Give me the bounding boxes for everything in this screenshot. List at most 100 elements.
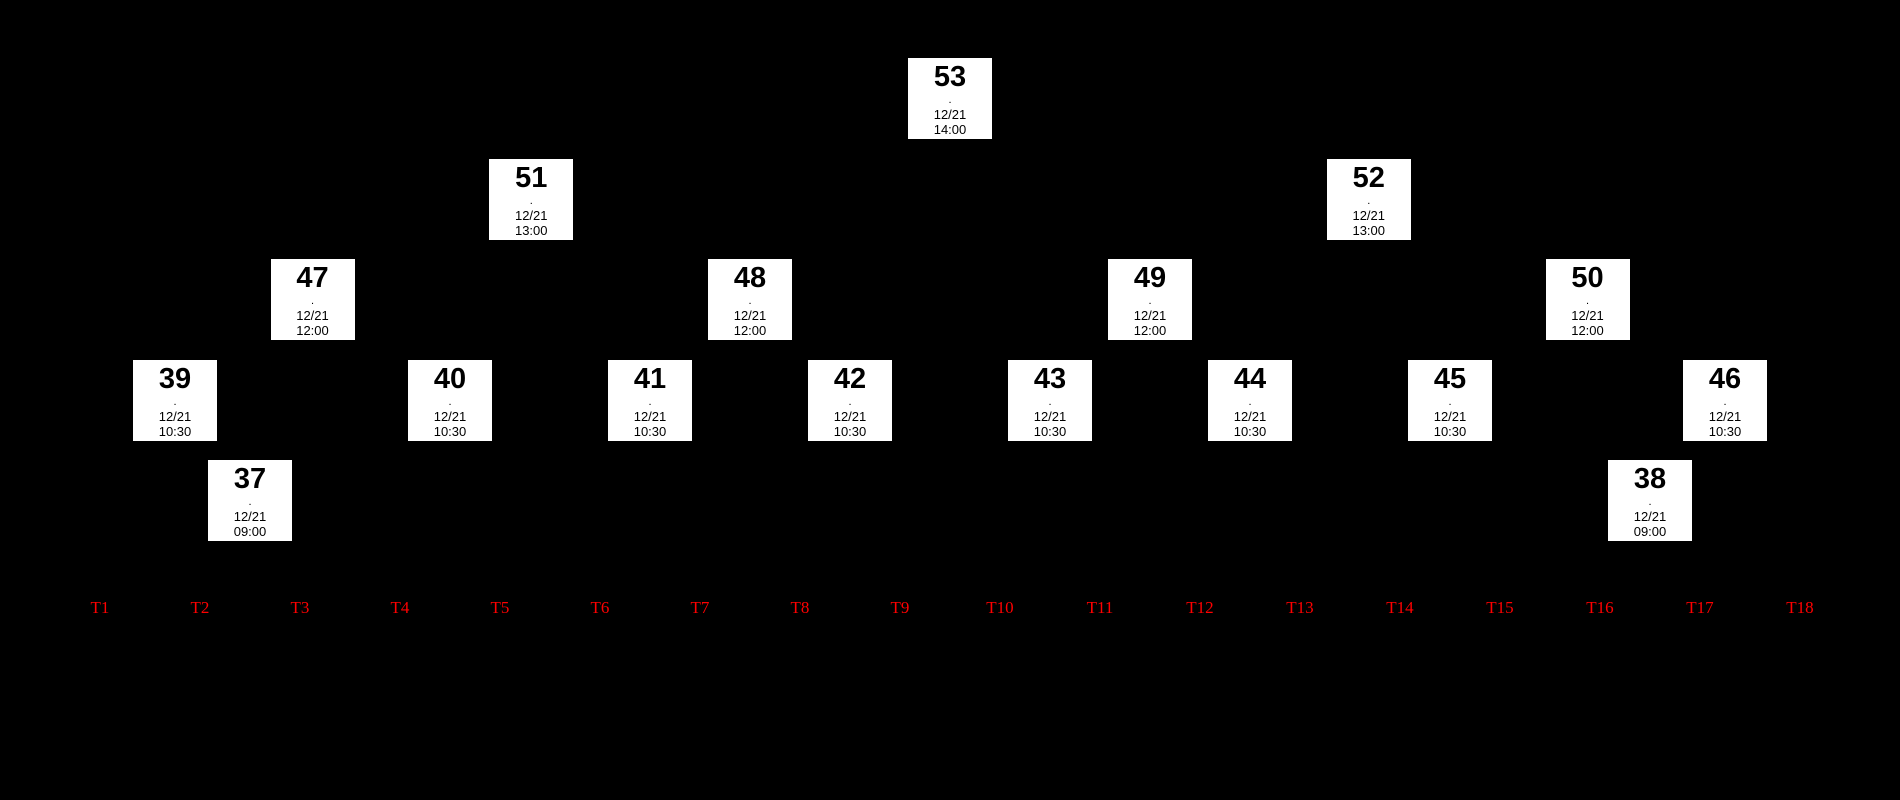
match-time: 10:30 xyxy=(1708,424,1742,439)
match-time: 10:30 xyxy=(158,424,192,439)
slot-label-T17: T17 xyxy=(1686,598,1714,617)
match-time: 10:30 xyxy=(633,424,667,439)
match-date: 12/21 xyxy=(1033,409,1067,424)
match-number: 41 xyxy=(633,363,667,395)
match-time: 12:00 xyxy=(296,323,329,338)
slot-label-T18: T18 xyxy=(1786,598,1814,617)
match-time: 12:00 xyxy=(1571,323,1604,338)
slot-label-T3: T3 xyxy=(290,598,310,617)
slot-label-T14: T14 xyxy=(1386,598,1414,617)
match-number: 45 xyxy=(1433,363,1467,395)
slot-label-T1: T1 xyxy=(90,598,110,617)
match-placeholder-dot: . xyxy=(648,396,652,408)
match-placeholder-dot: . xyxy=(1148,295,1152,307)
match-placeholder-dot: . xyxy=(529,195,533,207)
match-date: 12/21 xyxy=(1352,208,1386,223)
slot-label-T8: T8 xyxy=(790,598,810,617)
match-date: 12/21 xyxy=(633,409,667,424)
slot-label-T4: T4 xyxy=(390,598,410,617)
slot-label-T6: T6 xyxy=(590,598,610,617)
match-date: 12/21 xyxy=(1708,409,1742,424)
match-number: 38 xyxy=(1633,463,1667,495)
match-time: 10:30 xyxy=(1433,424,1467,439)
slot-label-T16: T16 xyxy=(1586,598,1614,617)
match-number: 50 xyxy=(1571,262,1604,294)
match-time: 09:00 xyxy=(1633,524,1667,539)
match-placeholder-dot: . xyxy=(748,295,752,307)
match-date: 12/21 xyxy=(158,409,192,424)
slot-label-T9: T9 xyxy=(890,598,910,617)
match-date: 12/21 xyxy=(296,308,329,323)
slot-label-T15: T15 xyxy=(1486,598,1514,617)
match-number: 48 xyxy=(733,262,767,294)
match-date: 12/21 xyxy=(1133,308,1167,323)
match-date: 12/21 xyxy=(933,107,967,122)
match-placeholder-dot: . xyxy=(1723,396,1727,408)
match-placeholder-dot: . xyxy=(1448,396,1452,408)
match-time: 12:00 xyxy=(1133,323,1167,338)
slot-label-T5: T5 xyxy=(490,598,510,617)
slot-label-T10: T10 xyxy=(986,598,1014,617)
slot-label-T7: T7 xyxy=(690,598,710,617)
match-number: 51 xyxy=(515,162,548,194)
match-date: 12/21 xyxy=(233,509,267,524)
match-number: 52 xyxy=(1352,162,1385,194)
match-placeholder-dot: . xyxy=(948,94,952,106)
match-date: 12/21 xyxy=(1233,409,1267,424)
match-date: 12/21 xyxy=(1433,409,1467,424)
match-time: 10:30 xyxy=(1233,424,1267,439)
slot-label-T12: T12 xyxy=(1186,598,1214,617)
match-placeholder-dot: . xyxy=(310,295,315,307)
match-number: 44 xyxy=(1233,363,1267,395)
match-number: 47 xyxy=(296,262,329,294)
match-placeholder-dot: . xyxy=(1248,396,1252,408)
match-number: 46 xyxy=(1708,363,1742,395)
slot-label-T11: T11 xyxy=(1086,598,1114,617)
match-placeholder-dot: . xyxy=(173,396,177,408)
match-number: 43 xyxy=(1033,363,1067,395)
match-number: 42 xyxy=(833,363,867,395)
match-date: 12/21 xyxy=(833,409,867,424)
match-number: 39 xyxy=(158,363,192,395)
match-date: 12/21 xyxy=(1571,308,1604,323)
slot-label-T2: T2 xyxy=(190,598,210,617)
match-date: 12/21 xyxy=(1633,509,1667,524)
match-number: 40 xyxy=(433,363,467,395)
match-placeholder-dot: . xyxy=(248,496,252,508)
match-number: 53 xyxy=(933,61,967,93)
match-date: 12/21 xyxy=(733,308,767,323)
match-placeholder-dot: . xyxy=(1048,396,1052,408)
match-placeholder-dot: . xyxy=(1648,496,1652,508)
match-time: 13:00 xyxy=(514,223,548,238)
match-time: 13:00 xyxy=(1352,223,1386,238)
match-time: 12:00 xyxy=(733,323,767,338)
match-time: 10:30 xyxy=(833,424,867,439)
match-number: 37 xyxy=(233,463,267,495)
match-time: 14:00 xyxy=(933,122,967,137)
slot-label-T13: T13 xyxy=(1286,598,1314,617)
match-date: 12/21 xyxy=(433,409,467,424)
match-time: 09:00 xyxy=(233,524,267,539)
match-placeholder-dot: . xyxy=(448,396,452,408)
match-placeholder-dot: . xyxy=(848,396,852,408)
match-placeholder-dot: . xyxy=(1585,295,1590,307)
match-time: 10:30 xyxy=(433,424,467,439)
